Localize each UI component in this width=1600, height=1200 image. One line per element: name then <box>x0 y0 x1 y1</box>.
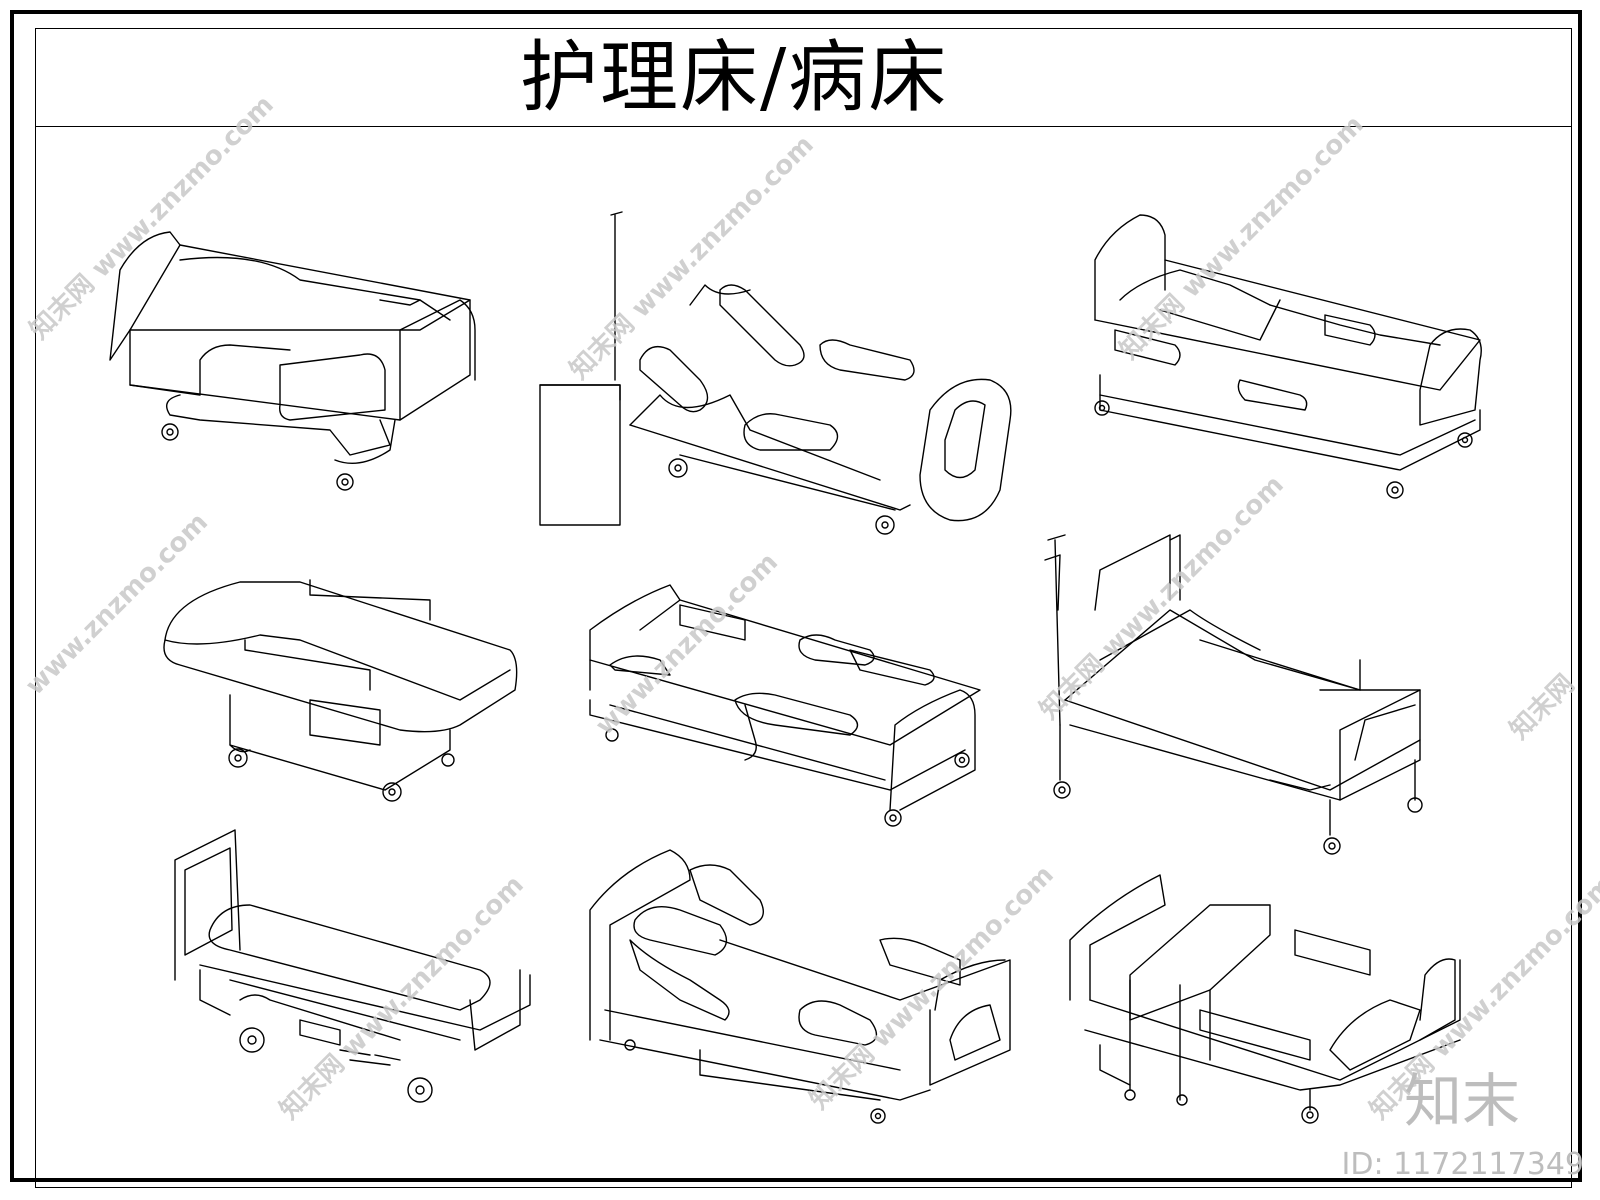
inner-frame <box>35 28 1572 1188</box>
bed-6 <box>1044 534 1423 855</box>
title-divider <box>35 126 1572 127</box>
bed-8 <box>589 849 1011 1124</box>
bed-2 <box>539 211 1012 535</box>
image-id: ID: 1172117349 <box>1341 1147 1584 1182</box>
brand-logo: 知末 <box>1403 1067 1520 1135</box>
bed-7 <box>174 829 531 1103</box>
page-title: 护理床/病床 <box>520 33 949 123</box>
outer-frame <box>10 10 1582 1182</box>
bed-1 <box>109 231 476 491</box>
bed-5 <box>589 584 981 827</box>
bed-3 <box>1094 214 1482 499</box>
bed-4 <box>163 579 518 802</box>
bed-9 <box>1069 874 1461 1124</box>
